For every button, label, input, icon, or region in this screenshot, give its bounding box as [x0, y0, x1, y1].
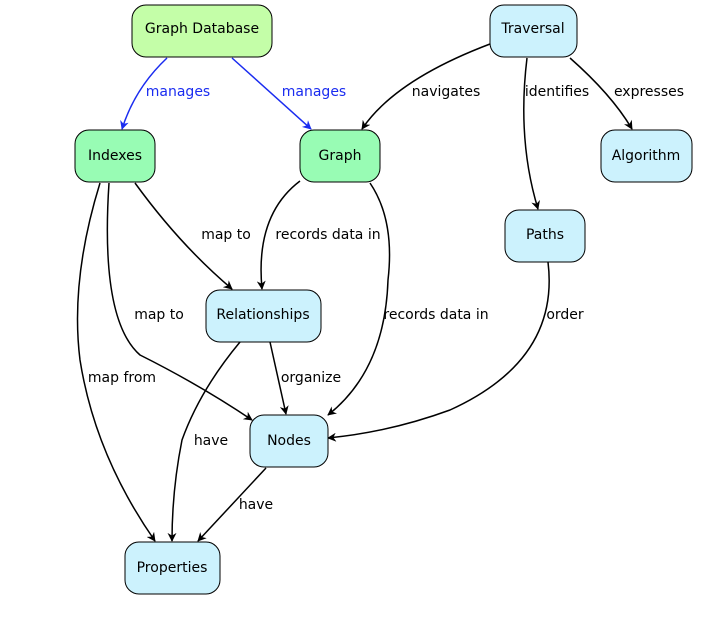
node-indexes[interactable]: Indexes: [74, 129, 156, 183]
edge-label-traversal-graph: navigates: [412, 84, 481, 100]
edge-label-nodes-properties: have: [239, 497, 273, 513]
edge-traversal-algorithm: [569, 57, 633, 130]
edge-label-traversal-paths: identifies: [525, 84, 589, 100]
edge-traversal-paths: [523, 57, 540, 210]
node-label: Traversal: [500, 21, 564, 37]
node-properties[interactable]: Properties: [124, 541, 221, 595]
node-label: Properties: [137, 560, 208, 576]
edge-labels: manages manages navigates identifies exp…: [88, 84, 684, 513]
edge-nodes-properties: [197, 467, 267, 542]
node-paths[interactable]: Paths: [504, 209, 586, 263]
node-label: Algorithm: [612, 148, 681, 164]
edge-label-traversal-algorithm: expresses: [614, 84, 684, 100]
edge-indexes-nodes: [106, 182, 253, 421]
edge-label-graph-nodes: records data in: [383, 307, 488, 323]
node-label: Indexes: [88, 148, 142, 164]
edge-label-paths-nodes: order: [546, 307, 584, 323]
node-label: Paths: [526, 227, 564, 243]
edge-label-indexes-properties: map from: [88, 370, 156, 386]
node-nodes[interactable]: Nodes: [249, 414, 329, 468]
edge-relationships-properties: [167, 341, 241, 542]
edge-gd-indexes: [120, 57, 168, 130]
node-relationships[interactable]: Relationships: [205, 289, 322, 343]
node-label: Nodes: [267, 433, 311, 449]
node-graph-database[interactable]: Graph Database: [131, 4, 273, 58]
node-traversal[interactable]: Traversal: [489, 4, 578, 58]
node-graph[interactable]: Graph: [299, 129, 381, 183]
node-label: Graph: [319, 148, 362, 164]
edge-label-relationships-properties: have: [194, 433, 228, 449]
node-algorithm[interactable]: Algorithm: [600, 129, 693, 183]
edge-traversal-graph: [361, 43, 491, 130]
edge-label-gd-graph: manages: [282, 84, 346, 100]
nodes: Graph Database Traversal Indexes Graph A…: [74, 4, 693, 595]
edge-paths-nodes: [327, 261, 550, 442]
edge-indexes-relationships: [134, 182, 233, 290]
edges: [76, 43, 633, 542]
edge-label-indexes-relationships: map to: [201, 227, 251, 243]
edge-label-indexes-nodes: map to: [134, 307, 184, 323]
edge-label-relationships-nodes: organize: [281, 370, 341, 386]
edge-relationships-nodes: [269, 341, 289, 415]
edge-indexes-properties: [76, 182, 156, 542]
edge-graph-nodes: [327, 182, 391, 416]
edge-label-gd-indexes: manages: [146, 84, 210, 100]
edge-graph-relationships: [256, 180, 301, 290]
edge-gd-graph: [231, 57, 312, 130]
edge-label-graph-relationships: records data in: [275, 227, 380, 243]
node-label: Graph Database: [145, 21, 259, 37]
node-label: Relationships: [216, 307, 309, 323]
